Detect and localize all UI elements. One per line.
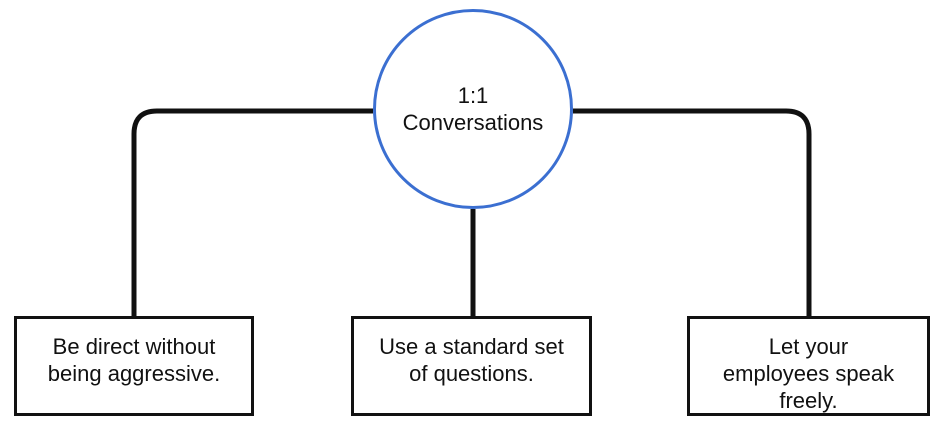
branch-box-speak-freely: Let your employees speak freely.: [687, 316, 930, 416]
branch-box-direct: Be direct without being aggressive.: [14, 316, 254, 416]
central-topic-circle: 1:1 Conversations: [373, 9, 573, 209]
branch-text-line3: freely.: [779, 388, 838, 413]
branch-text-line1: Be direct without: [52, 334, 216, 359]
connector-left: [131, 108, 373, 316]
branch-text-line2: of questions.: [409, 361, 534, 386]
central-topic-line1: 1:1: [457, 83, 489, 108]
central-topic-line2: Conversations: [402, 110, 544, 135]
branch-text-line2: being aggressive.: [47, 361, 221, 386]
branch-text-line1: Let your: [768, 334, 849, 359]
connector-right: [573, 108, 812, 316]
branch-box-questions: Use a standard set of questions.: [351, 316, 592, 416]
branch-text-line2: employees speak: [722, 361, 895, 386]
branch-text-line1: Use a standard set: [379, 334, 564, 359]
